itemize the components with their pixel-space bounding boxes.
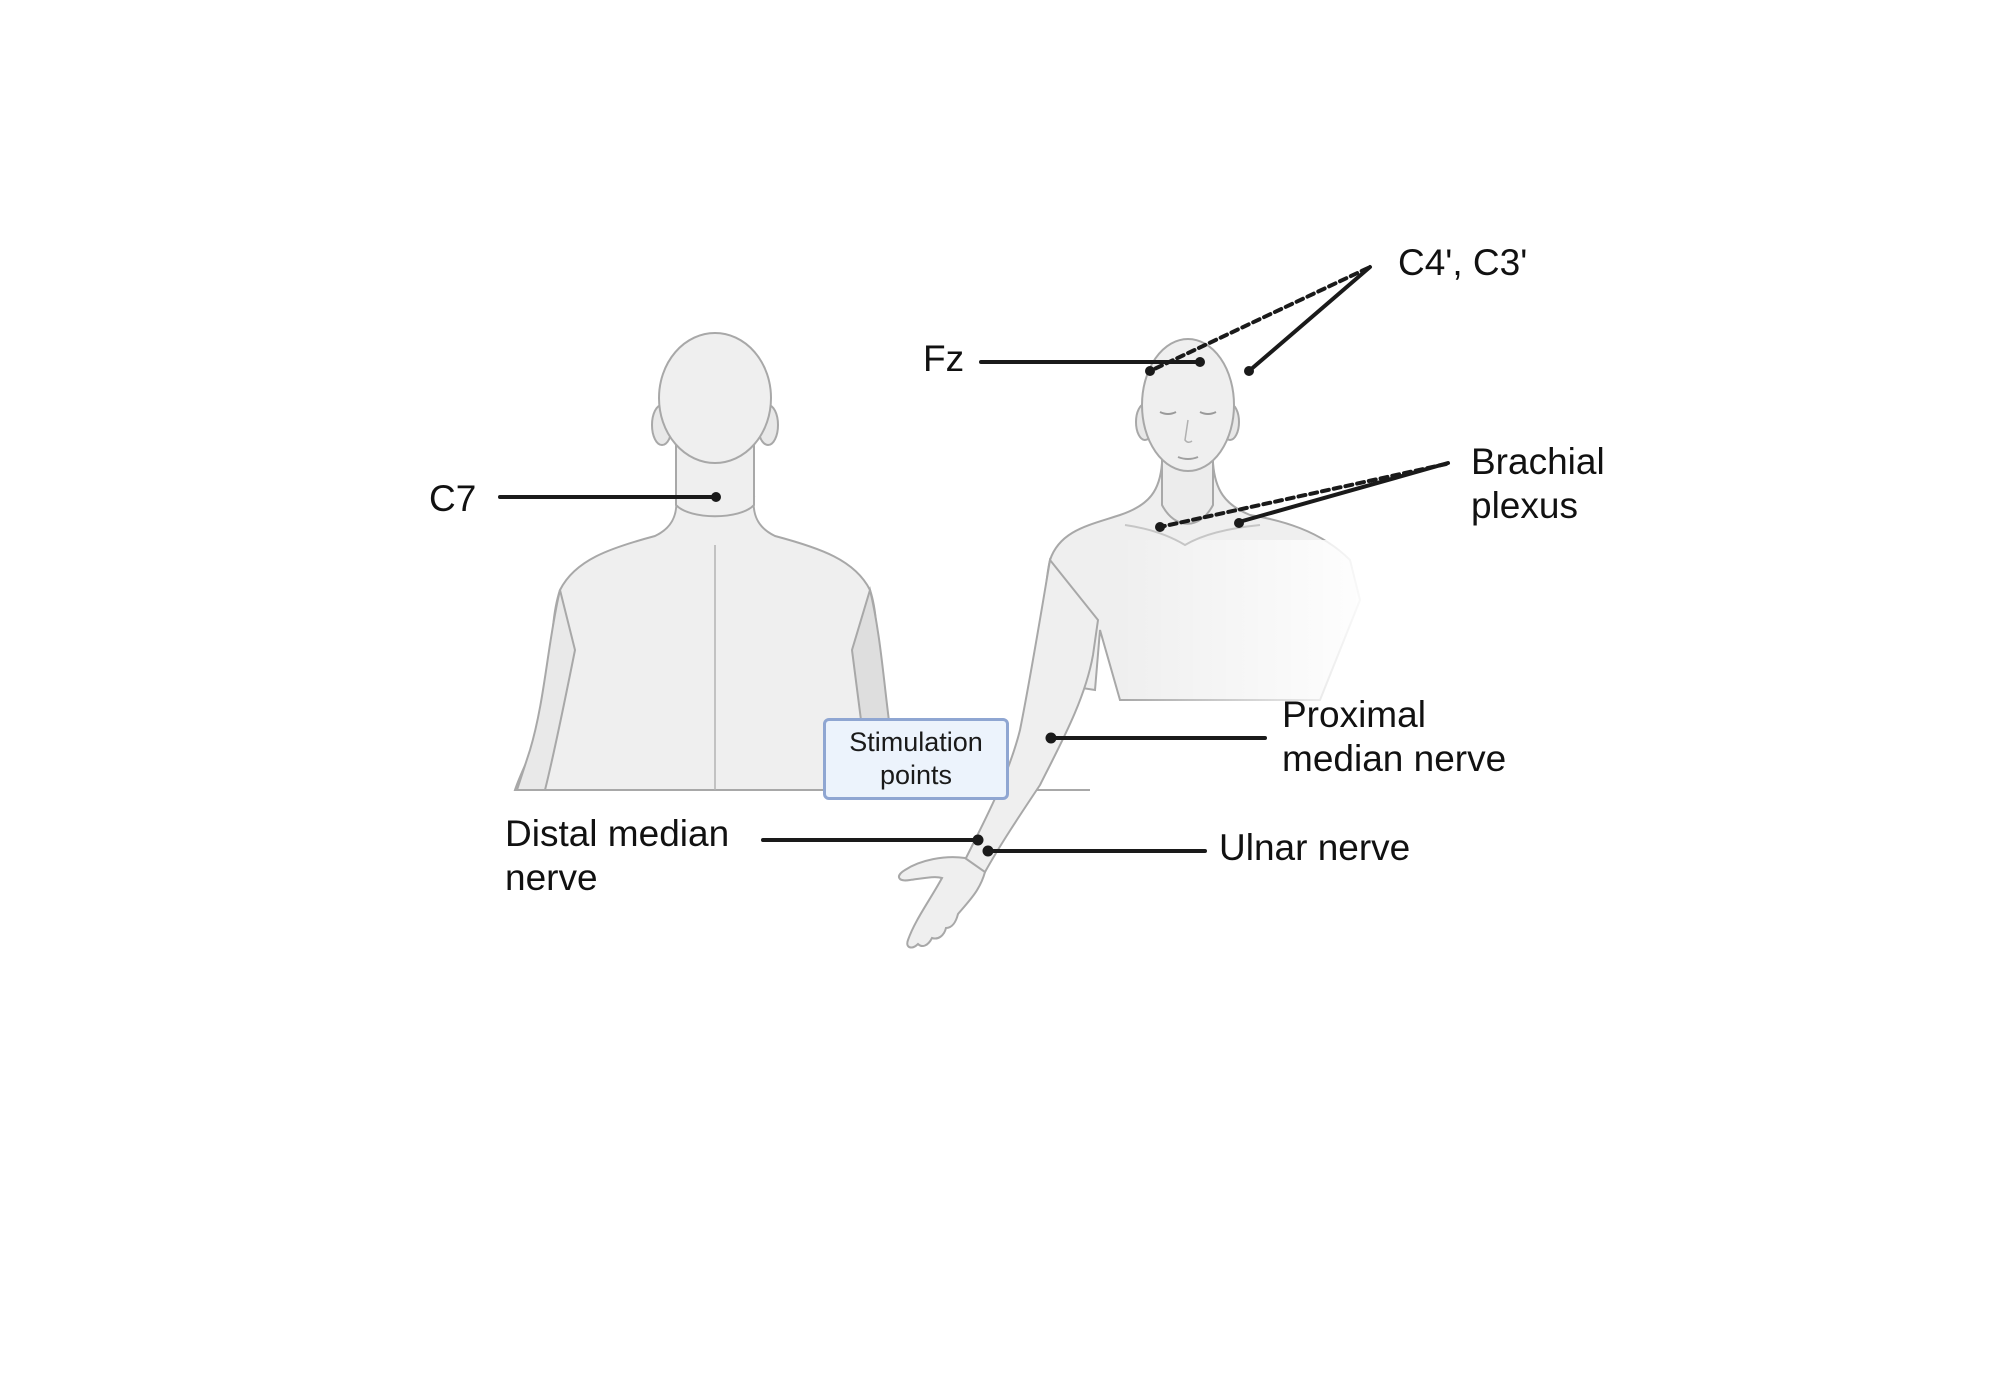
c4-solid-leader: [1247, 265, 1372, 373]
back-left-arm: [515, 589, 577, 791]
left-eye: [1159, 411, 1177, 415]
nose: [1184, 419, 1193, 444]
leader-lines: [498, 265, 1450, 853]
back-head: [658, 332, 772, 464]
brachial-left-point: [1155, 522, 1165, 532]
right-eye: [1199, 411, 1217, 415]
distal-median-point: [972, 834, 984, 846]
stimulation-points-legend: Stimulation points: [823, 718, 1009, 800]
front-figure: [898, 338, 1380, 949]
c3-point: [1145, 366, 1155, 376]
brachial-dashed-leader: [1158, 462, 1448, 529]
label-c4-c3: C4', C3': [1398, 242, 1528, 283]
front-hand: [898, 856, 987, 949]
proximal-median-point: [1045, 732, 1057, 744]
legend-text: Stimulation points: [849, 727, 983, 790]
collarbones: [1124, 524, 1261, 547]
brachial-solid-leader: [1237, 461, 1450, 524]
label-ulnar-nerve: Ulnar nerve: [1219, 827, 1411, 868]
label-c7: C7: [429, 478, 477, 519]
label-distal-median-nerve: Distal median nerve: [505, 813, 730, 898]
back-figure: [513, 332, 1090, 800]
label-brachial-plexus: Brachial plexus: [1471, 441, 1605, 526]
ulnar-point: [982, 845, 994, 857]
mouth: [1177, 456, 1199, 460]
label-proximal-median-nerve: Proximal median nerve: [1282, 694, 1507, 779]
label-fz: Fz: [923, 338, 965, 379]
brachial-right-point: [1234, 518, 1244, 528]
front-head: [1141, 338, 1235, 472]
c3-dashed-leader: [1148, 266, 1370, 373]
fz-point: [1195, 357, 1205, 367]
c7-point: [711, 492, 721, 502]
c4-point: [1244, 366, 1254, 376]
electrode-points: [711, 357, 1254, 857]
